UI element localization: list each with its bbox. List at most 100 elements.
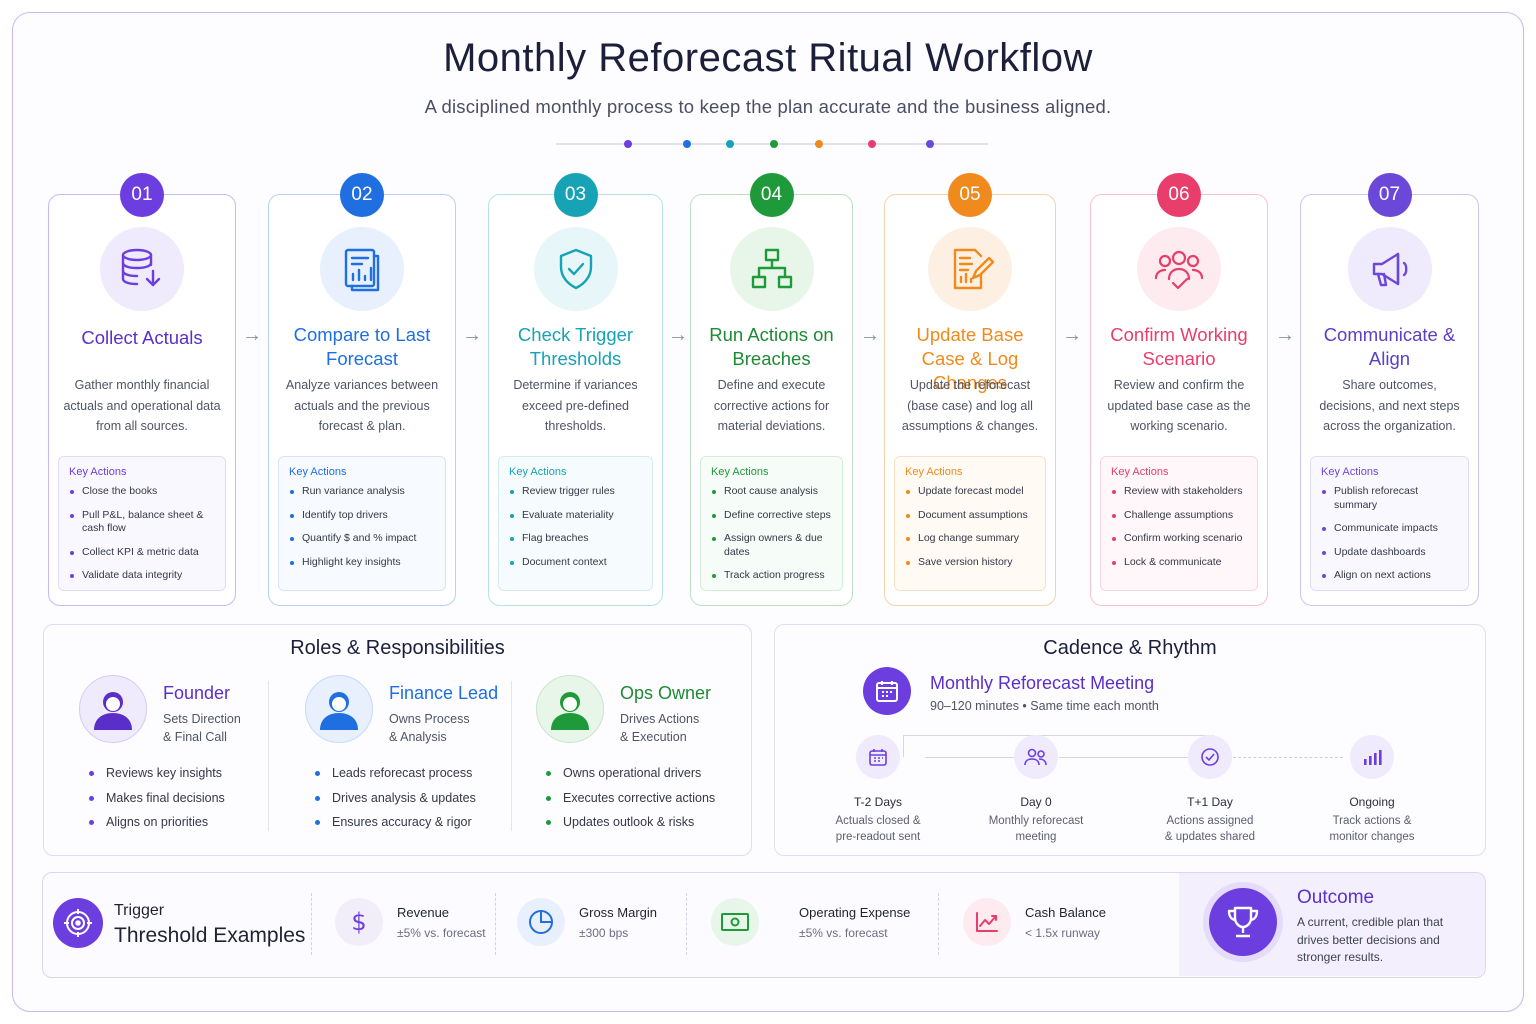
role-divider (268, 681, 269, 831)
cadence-title: Cadence & Rhythm (1043, 637, 1217, 659)
key-actions-label: Key Actions (1321, 466, 1379, 478)
timeline-line (1059, 757, 1189, 758)
separator (686, 893, 687, 955)
timeline-step: Ongoing Track actions &monitor changes (1297, 735, 1447, 845)
step-title: Confirm Working Scenario (1110, 324, 1248, 369)
database-download-icon (100, 227, 184, 311)
action-item: Lock & communicate (1111, 556, 1247, 570)
action-item: Align on next actions (1321, 569, 1458, 583)
role-bullet: Updates outlook & risks (546, 814, 715, 831)
role-name: Finance Lead (389, 683, 499, 703)
action-item: Challenge assumptions (1111, 509, 1247, 523)
action-item: Save version history (905, 556, 1035, 570)
page-subtitle: A disciplined monthly process to keep th… (424, 96, 1112, 117)
step-description: Share outcomes, decisions, and next step… (1319, 378, 1460, 433)
report-chart-icon (320, 227, 404, 311)
action-item: Update dashboards (1321, 546, 1458, 560)
megaphone-icon (1347, 227, 1432, 311)
key-actions-box: Key Actions Run variance analysis Identi… (278, 456, 446, 591)
timeline-label: T+1 Day (1187, 795, 1233, 809)
role-finance-lead: Finance Lead Owns Process& Analysis Lead… (305, 675, 530, 835)
key-actions-box: Key Actions Root cause analysis Define c… (700, 456, 843, 591)
key-actions-label: Key Actions (905, 466, 963, 478)
cash-icon (711, 898, 759, 946)
divider-dot (624, 140, 632, 148)
page-title: Monthly Reforecast Ritual Workflow (443, 36, 1093, 80)
roles-title: Roles & Responsibilities (290, 637, 505, 659)
key-actions-label: Key Actions (69, 466, 127, 478)
calendar-icon (856, 735, 900, 779)
role-ops-owner: Ops Owner Drives Actions& Execution Owns… (536, 675, 761, 835)
metric-name: Operating Expense (799, 905, 911, 920)
divider-dot (926, 140, 934, 148)
step-title: Run Actions on Breaches (709, 324, 834, 369)
timeline-line (903, 735, 904, 757)
role-bullet: Reviews key insights (89, 765, 225, 782)
metric-name: Gross Margin (579, 905, 658, 920)
cadence-panel: Cadence & Rhythm Monthly Reforecast Meet… (774, 624, 1486, 856)
dollar-icon: $ (335, 898, 383, 946)
action-item: Identify top drivers (289, 509, 435, 523)
divider-dot (770, 140, 778, 148)
metric-value: ±5% vs. forecast (397, 926, 486, 940)
role-description: Sets Direction& Final Call (163, 712, 241, 744)
meeting-title: Monthly Reforecast Meeting (930, 673, 1155, 693)
step-number: 06 (1157, 173, 1201, 217)
timeline-label: Day 0 (1020, 795, 1052, 809)
metric-value: ±300 bps (579, 926, 629, 940)
outcome-box: Outcome A current, credible plan that dr… (1179, 873, 1485, 976)
trend-icon (963, 898, 1011, 946)
timeline-step: T+1 Day Actions assigned& updates shared (1135, 735, 1285, 845)
step-title: Collect Actuals (81, 327, 203, 348)
outcome-title: Outcome (1297, 887, 1375, 908)
timeline-step: T-2 Days Actuals closed &pre-readout sen… (803, 735, 953, 845)
check-circle-icon (1188, 735, 1232, 779)
action-item: Confirm working scenario (1111, 532, 1247, 546)
metric-value: < 1.5x runway (1025, 926, 1101, 940)
role-founder: Founder Sets Direction& Final Call Revie… (79, 675, 304, 835)
action-item: Close the books (69, 485, 215, 499)
trigger-strip: Trigger Threshold Examples $ Revenue ±5%… (42, 872, 1486, 978)
timeline-description: Actions assigned& updates shared (1164, 815, 1256, 843)
divider-dot (868, 140, 876, 148)
key-actions-box: Key Actions Review trigger rules Evaluat… (498, 456, 653, 591)
step-description: Review and confirm the updated base case… (1107, 378, 1251, 433)
action-item: Communicate impacts (1321, 522, 1458, 536)
title-divider (556, 140, 988, 148)
step-number: 01 (120, 173, 164, 217)
arrow-right-icon: → (668, 324, 688, 346)
calendar-icon (863, 667, 911, 715)
step-card-03: 03 Check Trigger Thresholds Determine if… (488, 173, 663, 606)
step-description: Analyze variances between actuals and th… (285, 378, 439, 433)
separator (495, 893, 496, 955)
step-card-01: 01 Collect Actuals Gather monthly financ… (48, 173, 236, 606)
role-divider (511, 681, 512, 831)
divider-dot (726, 140, 734, 148)
action-item: Root cause analysis (711, 485, 832, 499)
key-actions-label: Key Actions (289, 466, 347, 478)
arrow-right-icon: → (462, 324, 482, 346)
arrow-right-icon: → (1275, 324, 1295, 346)
timeline-line (925, 757, 1019, 758)
role-bullet: Leads reforecast process (315, 765, 476, 782)
role-bullet: Executes corrective actions (546, 790, 715, 807)
separator (938, 893, 939, 955)
step-description: Update the reforecast (base case) and lo… (901, 378, 1039, 433)
outcome-description: A current, credible plan that drives bet… (1297, 915, 1444, 964)
action-item: Assign owners & due dates (711, 532, 832, 559)
timeline-line (1233, 757, 1343, 758)
trigger-title-line1: Trigger (114, 902, 165, 919)
arrow-right-icon: → (1062, 324, 1082, 346)
key-actions-label: Key Actions (1111, 466, 1169, 478)
shield-check-icon (533, 227, 618, 311)
person-avatar-icon (305, 675, 373, 743)
divider-dot (815, 140, 823, 148)
step-title: Communicate & Align (1323, 324, 1456, 369)
step-number: 05 (948, 173, 992, 217)
role-bullet: Makes final decisions (89, 790, 225, 807)
action-item: Document assumptions (905, 509, 1035, 523)
roles-panel: Roles & Responsibilities Founder Sets Di… (43, 624, 752, 856)
step-description: Define and execute corrective actions fo… (713, 378, 830, 433)
